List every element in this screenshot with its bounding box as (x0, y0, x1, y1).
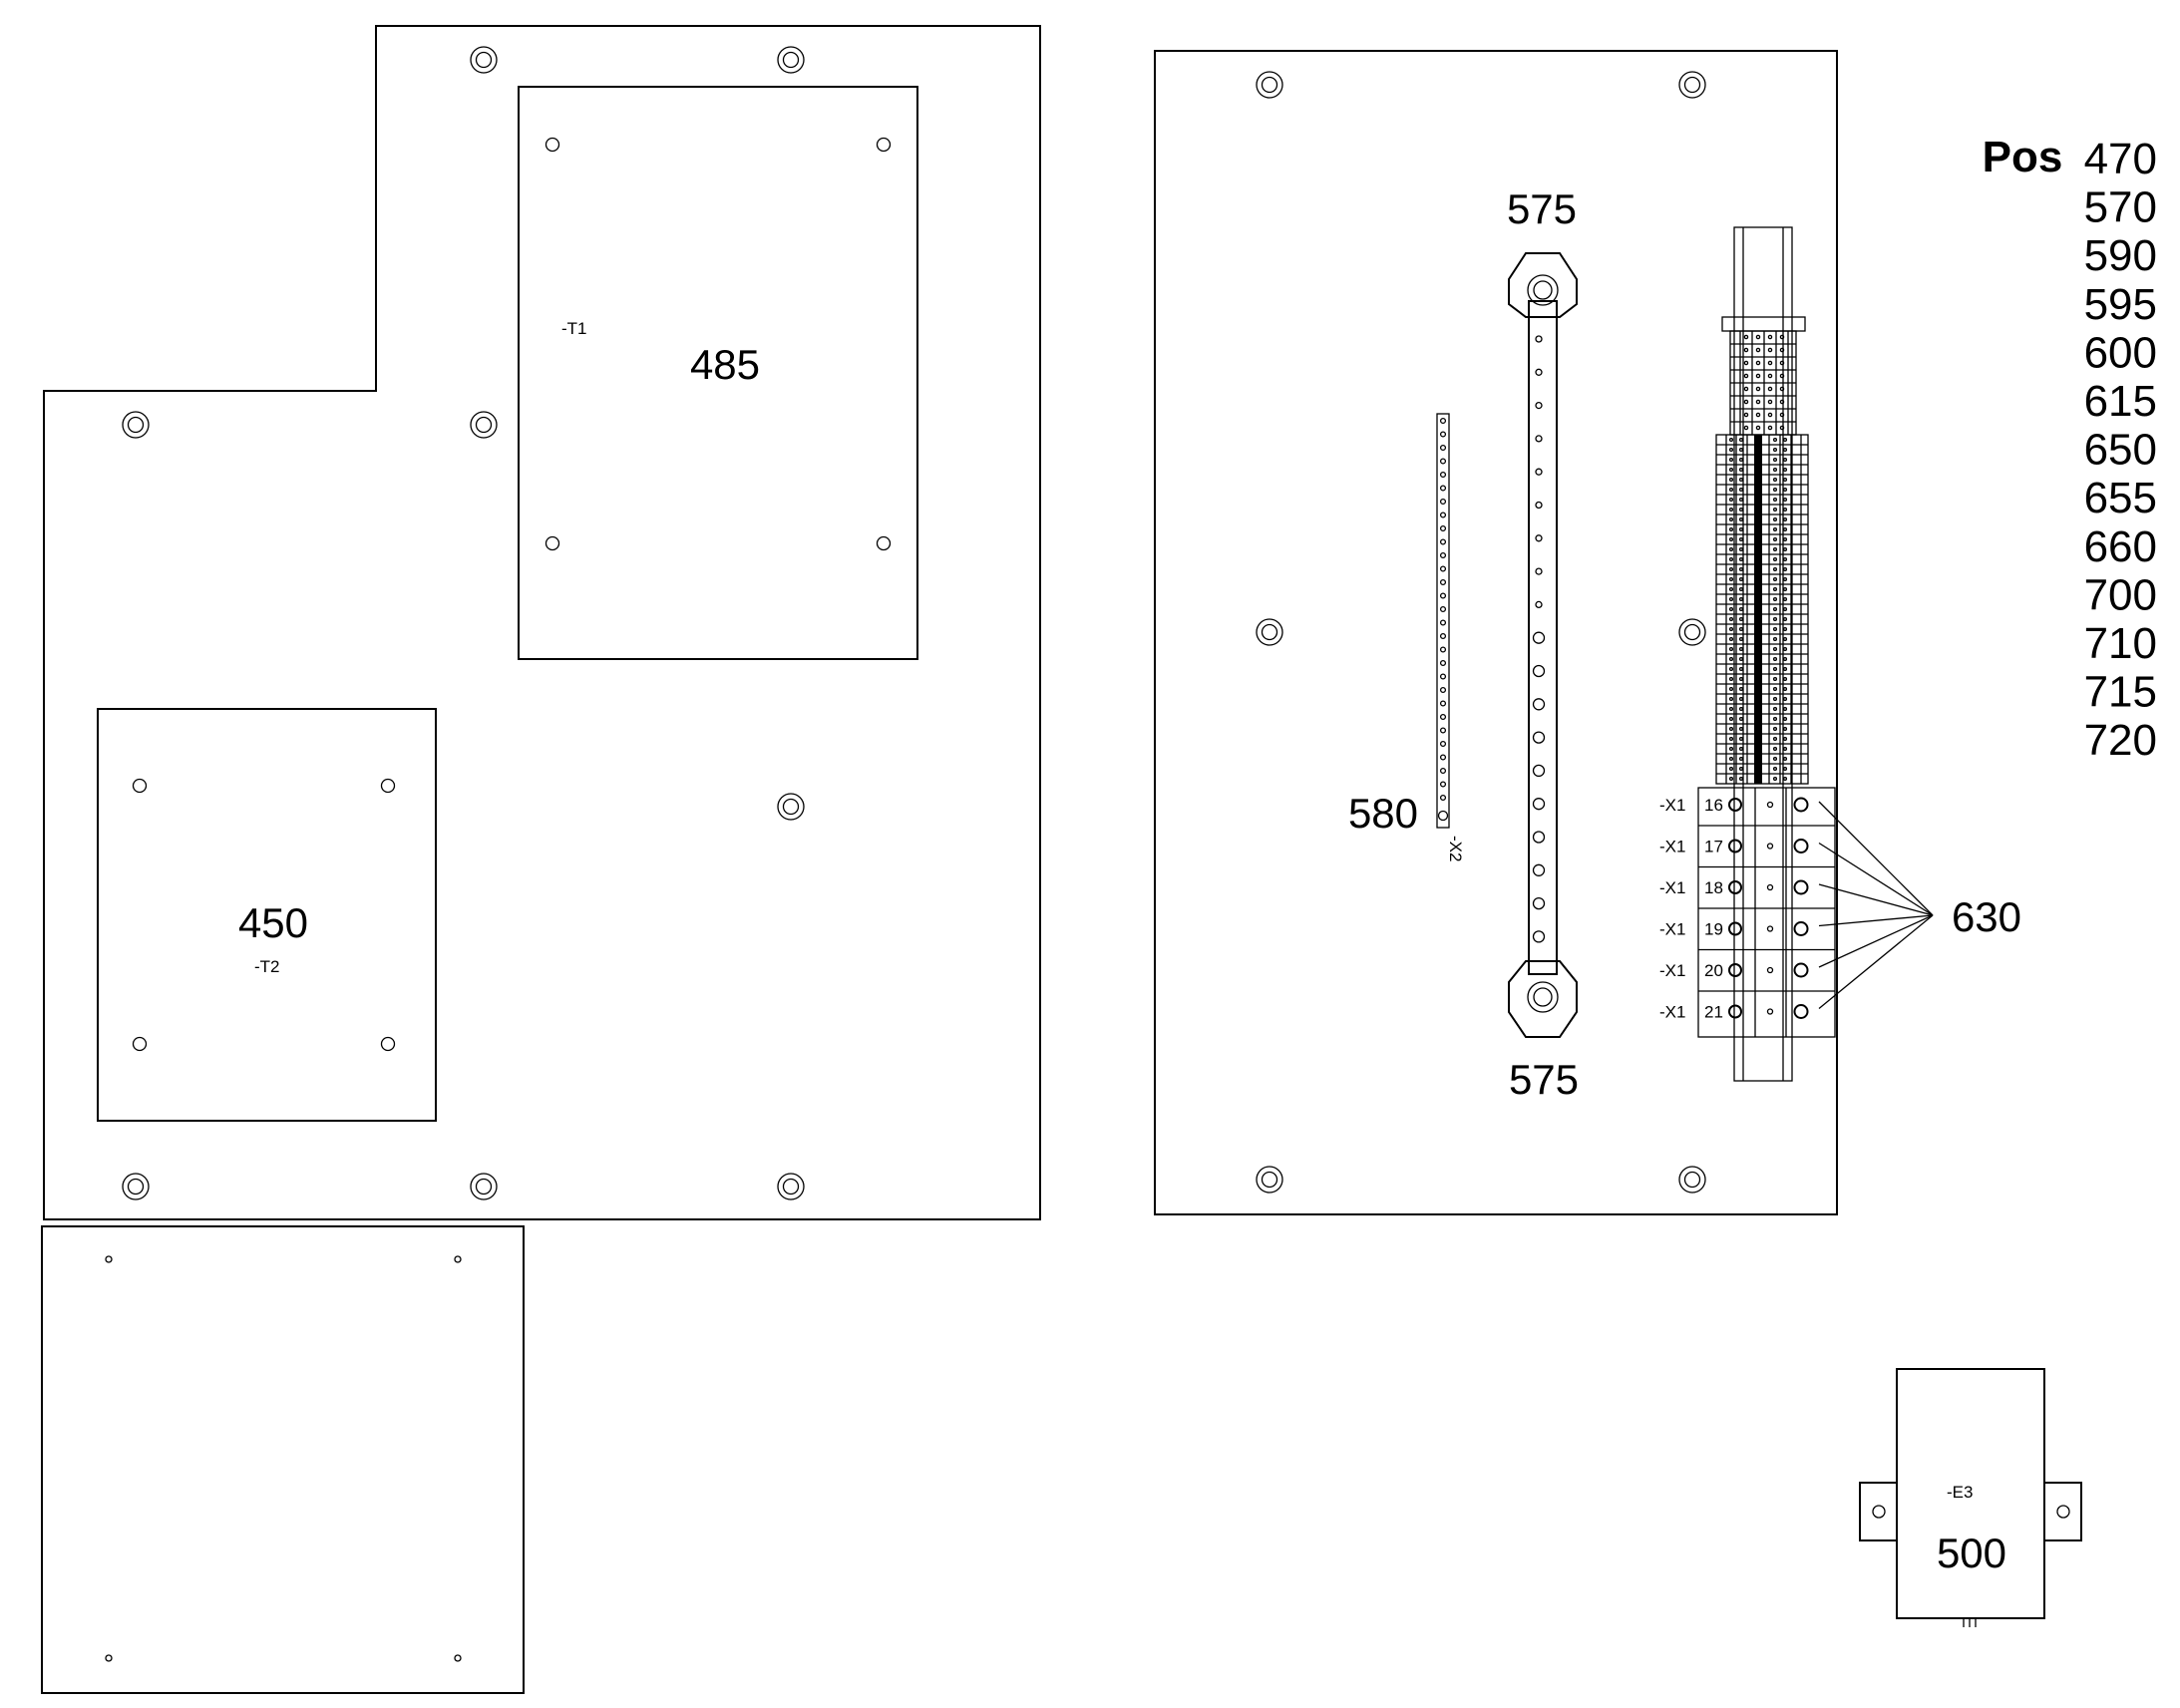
component-e3: -E3 500 (1859, 1368, 2082, 1627)
screw-icon (122, 1173, 150, 1200)
screw-icon (1678, 618, 1706, 646)
screw-icon (470, 46, 498, 74)
pos-item: 715 (2084, 668, 2157, 717)
pos-item: 615 (2084, 377, 2157, 426)
pos-item: 570 (2084, 183, 2157, 232)
e3-tag-label: -E3 (1947, 1483, 1973, 1502)
screw-icon (777, 46, 805, 74)
rail-bottom-label: 575 (1509, 1056, 1579, 1103)
x1-tag-label: -X1 (1659, 920, 1685, 939)
pos-item: 470 (2084, 135, 2157, 183)
x1-tag-label: -X1 (1659, 1003, 1685, 1022)
t1-tag-label: -T1 (561, 319, 587, 338)
pos-item: 600 (2084, 328, 2157, 377)
screw-icon (122, 411, 150, 439)
x1-terminal-number: 17 (1704, 838, 1723, 856)
pos-item: 650 (2084, 426, 2157, 475)
x1-tag-label: -X1 (1659, 838, 1685, 856)
screw-icon (1256, 618, 1283, 646)
x1-terminal-number: 19 (1704, 920, 1723, 939)
pos-item: 660 (2084, 522, 2157, 571)
screw-icon (470, 1173, 498, 1200)
x1-tag-label: -X1 (1659, 796, 1685, 815)
transformer-t1: -T1 485 (518, 86, 918, 660)
screw-icon (1678, 1166, 1706, 1194)
screw-icon (777, 1173, 805, 1200)
e3-position-label: 500 (1937, 1530, 2006, 1576)
busbar-575: 575 575 (1507, 185, 1579, 1103)
x1-tag-label: -X1 (1659, 961, 1685, 980)
rail-top-label: 575 (1507, 185, 1577, 232)
left-mounting-plate: -T1 485 450 -T2 (43, 25, 1041, 1220)
pos-item: 700 (2084, 570, 2157, 619)
t2-position-label: 450 (238, 899, 308, 946)
screw-icon (777, 793, 805, 821)
pos-item: 655 (2084, 474, 2157, 522)
screw-icon (1256, 1166, 1283, 1194)
pos-item: 710 (2084, 619, 2157, 668)
x1-terminal-number: 18 (1704, 878, 1723, 897)
pos-item: 720 (2084, 716, 2157, 765)
pos-heading: Pos (1983, 133, 2063, 181)
cover-plate (41, 1225, 525, 1694)
t1-position-label: 485 (690, 341, 760, 388)
screw-icon (1678, 71, 1706, 99)
terminal-block-x1: -X1 16 -X1 17 -X1 18 -X1 19 -X1 20 -X1 21 630 (1659, 226, 2021, 1082)
mounting-screws (1256, 71, 1706, 1194)
callout-630-label: 630 (1952, 893, 2021, 940)
screw-icon (1256, 71, 1283, 99)
x1-terminal-number: 21 (1704, 1003, 1723, 1022)
position-list: Pos 470570590595600615650655660700710715… (1983, 133, 2157, 765)
pos-item: 595 (2084, 280, 2157, 329)
x2-tag-label: -X2 (1446, 836, 1465, 861)
screw-icon (470, 411, 498, 439)
x1-tag-label: -X1 (1659, 878, 1685, 897)
terminal-strip-x2: 580 -X2 (1348, 413, 1465, 861)
x1-terminal-number: 20 (1704, 961, 1723, 980)
t2-tag-label: -T2 (254, 957, 280, 976)
pos-item: 590 (2084, 231, 2157, 280)
transformer-t2: 450 -T2 (97, 708, 437, 1122)
mounting-screws (122, 46, 805, 1200)
x2-position-label: 580 (1348, 790, 1418, 837)
x1-terminal-number: 16 (1704, 796, 1723, 815)
